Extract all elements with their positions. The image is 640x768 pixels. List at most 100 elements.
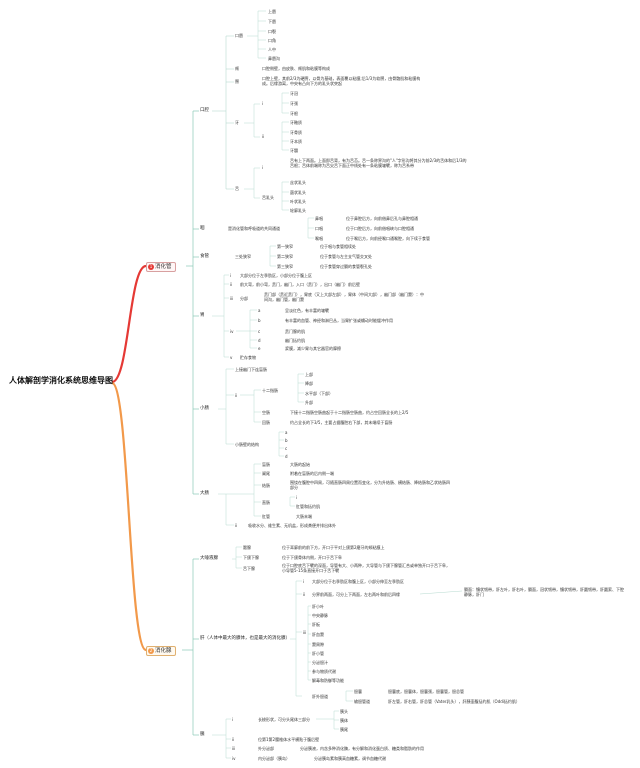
stomach-parts-text: 贲门部（贲近贲门），胃底（又上大部左部），胃体（中间大部），幽门部（幽门窦）：中…: [264, 292, 424, 302]
lips-item[interactable]: 上唇: [268, 9, 276, 14]
node-extrahepatic-bile-duct[interactable]: 肝外胆道: [312, 694, 328, 699]
stomach-num: iii: [230, 296, 234, 301]
stomach-shape: 前大弯，前小弯，贲门，幽门，入口（贲门），出口（幽门）前后壁: [240, 282, 360, 287]
lips-item[interactable]: 鼻唇沟: [268, 56, 280, 61]
salivary-label[interactable]: 腮腺: [243, 545, 251, 550]
salivary-label[interactable]: 下颌下腺: [243, 555, 259, 560]
node-small-intestine-wall[interactable]: 小肠壁的结构: [235, 442, 259, 447]
node-salivary-glands[interactable]: 大唾液腺: [200, 556, 218, 561]
node-anal-canal[interactable]: 肛管: [262, 514, 270, 519]
teeth-tissue[interactable]: 牙釉质: [290, 120, 302, 125]
liver-structure-item[interactable]: 肝小管: [312, 651, 324, 656]
pancreas-shape: 长梭形状，可分头尾体三部分: [258, 717, 310, 722]
stricture-label[interactable]: 第三狭窄: [277, 264, 293, 269]
duodenum-part[interactable]: 降部: [305, 381, 313, 386]
exocrine-text: 分泌胰液，内含多种消化酶，有分解和消化蛋白质、糖类和脂肪的作用: [300, 746, 424, 751]
teeth-part[interactable]: 牙根: [290, 111, 298, 116]
node-tongue-papillae[interactable]: 舌乳头: [262, 195, 274, 200]
stomach-wall-text: 贲门腺的肌: [285, 329, 305, 334]
pancreas-part[interactable]: 胰头: [340, 709, 348, 714]
stricture-text: 位于食管与左主支气管交叉处: [320, 254, 372, 259]
liver-structure-item[interactable]: 中央静脉: [312, 613, 328, 618]
node-tongue[interactable]: 舌: [235, 186, 239, 191]
duodenum-part[interactable]: 水平部（下部）: [305, 391, 333, 396]
papilla-item[interactable]: 丝状乳头: [290, 180, 306, 185]
pharynx-part-label[interactable]: 口咽: [315, 226, 323, 231]
pharynx-part-label[interactable]: 鼻咽: [315, 216, 323, 221]
badge-two-icon: 2: [148, 647, 154, 654]
node-palate[interactable]: 腭: [235, 79, 239, 84]
stricture-label[interactable]: 第一狭窄: [277, 244, 293, 249]
pancreas-part[interactable]: 胰体: [340, 718, 348, 723]
node-stomach[interactable]: 胃: [200, 313, 205, 318]
node-cheek[interactable]: 颊: [235, 66, 239, 71]
liver-structure-item[interactable]: 窦周隙: [312, 642, 324, 647]
node-pancreas[interactable]: 胰: [200, 732, 205, 737]
liver-function-item[interactable]: 分泌胆汁: [312, 660, 328, 665]
node-stomach-parts[interactable]: 分部: [240, 296, 248, 301]
liver-structure-item[interactable]: 肝小叶: [312, 604, 324, 609]
liver-structure-item[interactable]: 肝板: [312, 622, 320, 627]
pancreas-part[interactable]: 胰尾: [340, 727, 348, 732]
node-mouth[interactable]: 口腔: [200, 108, 209, 113]
node-jejunum[interactable]: 空肠: [262, 410, 270, 415]
teeth-tissue[interactable]: 牙骨质: [290, 130, 302, 135]
stricture-label[interactable]: 第二狭窄: [277, 254, 293, 259]
node-teeth[interactable]: 牙: [235, 120, 239, 125]
liver-structure-item[interactable]: 肝血窦: [312, 632, 324, 637]
stomach-wall-text: 浆膜，减少胃与其它器官的摩擦: [285, 346, 341, 351]
wall-layer-letter: b: [285, 438, 288, 443]
node-large-intestine[interactable]: 大肠: [200, 491, 209, 496]
teeth-part[interactable]: 牙冠: [290, 91, 298, 96]
lips-item[interactable]: 人中: [268, 47, 276, 52]
bile-duct-label[interactable]: 胆囊: [354, 689, 362, 694]
node-cecum[interactable]: 盲肠: [262, 462, 270, 467]
tongue-text: 舌有上下两面。上面即舌背，有为舌苔。舌一条称界沟的"人"字形沟将其分为前2/3的…: [290, 158, 467, 168]
papilla-item[interactable]: 叶状乳头: [290, 199, 306, 204]
salivary-text: 位于耳廓前的前下方，开口于平对上颌第2磨牙的颊粘膜上: [282, 545, 385, 550]
node-ileum[interactable]: 回肠: [262, 420, 270, 425]
duodenum-part[interactable]: 上部: [305, 372, 313, 377]
papilla-item[interactable]: 轮廓乳头: [290, 208, 306, 213]
lips-item[interactable]: 口裂: [268, 29, 276, 34]
anal-canal-text: 大肠末端: [296, 514, 312, 519]
jejunum-text: 下接十二指肠空肠曲起于十二指肠空肠曲，约占空回肠全长的上2/5: [290, 410, 409, 415]
node-appendix[interactable]: 阑尾: [262, 471, 270, 476]
teeth-part[interactable]: 牙颈: [290, 101, 298, 106]
salivary-text: 位于下颌骨体内侧，开口于舌下阜: [282, 555, 342, 560]
salivary-label[interactable]: 舌下腺: [243, 566, 255, 571]
papilla-item[interactable]: 菌状乳头: [290, 190, 306, 195]
node-lips[interactable]: 口唇: [235, 33, 243, 38]
stomach-location: 大部分位于左季肋区，小部分位于腹上区: [240, 273, 312, 278]
node-endocrine[interactable]: 内分泌部（胰岛）: [258, 756, 290, 761]
tongue-sub-num: i: [262, 165, 264, 170]
node-liver[interactable]: 肝（人体中最大的腺体，也是最大的消化腺）: [200, 636, 290, 641]
lips-item[interactable]: 下唇: [268, 19, 276, 24]
liver-function-item[interactable]: 解毒和防御等功能: [312, 678, 344, 683]
node-pharynx[interactable]: 咽: [200, 226, 205, 231]
pharynx-part-label[interactable]: 喉咽: [315, 236, 323, 241]
node-exocrine[interactable]: 外分泌部: [258, 746, 274, 751]
root-link-digestive-tract: [111, 264, 147, 384]
liver-function-item[interactable]: 参与物质代谢: [312, 669, 336, 674]
pharynx-text: 是消化管和呼吸道的共同通道: [228, 226, 280, 231]
duodenum-part[interactable]: 升部: [305, 400, 313, 405]
badge-one-icon: 1: [148, 263, 154, 270]
node-colon[interactable]: 结肠: [262, 483, 270, 488]
pancreas-num: i: [232, 717, 234, 722]
teeth-tissue[interactable]: 牙本质: [290, 139, 302, 144]
node-small-intestine[interactable]: 小肠: [200, 406, 209, 411]
stricture-text: 位于食管穿过膈的食管裂孔处: [320, 264, 372, 269]
node-duodenum[interactable]: 十二指肠: [262, 388, 278, 393]
node-esophagus[interactable]: 食管: [200, 254, 209, 259]
map-title[interactable]: 人体解剖学消化系统思维导图: [9, 376, 113, 385]
node-rectum[interactable]: 直肠: [262, 500, 270, 505]
bile-duct-label[interactable]: 输胆管道: [354, 699, 370, 704]
teeth-tissue[interactable]: 牙髓: [290, 148, 298, 153]
lips-item[interactable]: 口角: [268, 38, 276, 43]
branch-label: 消化管: [155, 264, 172, 270]
